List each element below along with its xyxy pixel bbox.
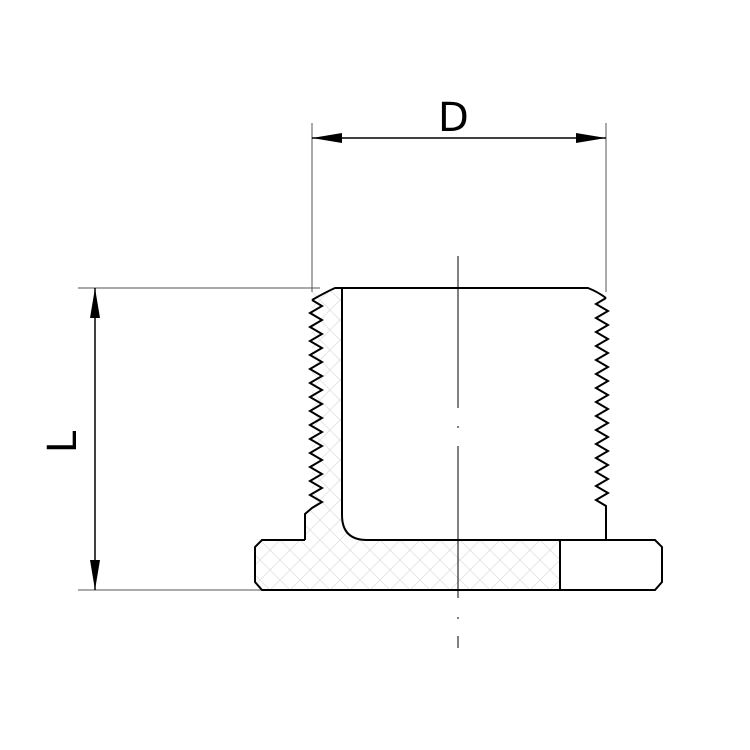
dimension-label-diameter: D	[438, 95, 469, 141]
left-thread	[304, 299, 324, 540]
section-hatch	[255, 290, 560, 590]
right-thread	[594, 297, 610, 540]
dimension-label-length: L	[40, 430, 87, 454]
extension-lines	[78, 123, 607, 591]
bushing-outline	[254, 287, 663, 591]
